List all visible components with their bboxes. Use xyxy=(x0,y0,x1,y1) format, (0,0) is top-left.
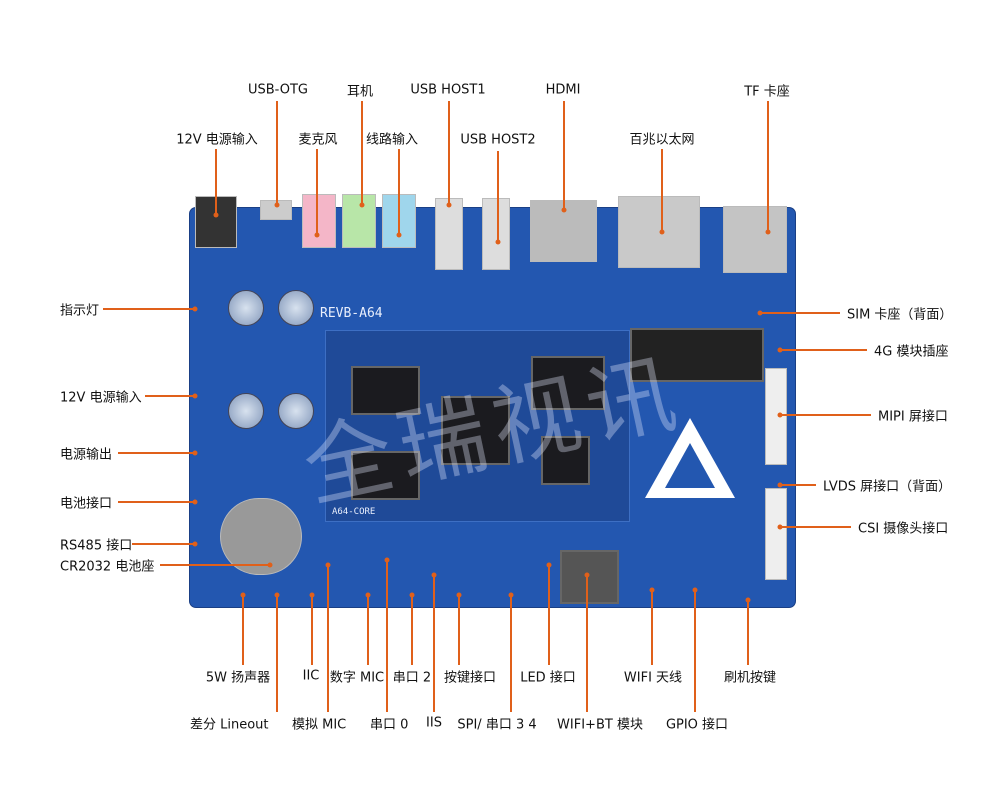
callout-label: WIFI 天线 xyxy=(623,670,683,686)
leader-dot xyxy=(508,592,514,598)
leader-dot xyxy=(409,592,415,598)
callout-label: 线路输入 xyxy=(365,132,419,148)
callout-label: LVDS 屏接口（背面） xyxy=(823,479,952,495)
leader-dot xyxy=(561,207,567,213)
callout-label: SIM 卡座（背面） xyxy=(847,307,953,323)
leader-dot xyxy=(777,347,783,353)
mipi-connector xyxy=(765,368,787,465)
callout-label: TF 卡座 xyxy=(744,84,790,100)
callout-label: 差分 Lineout xyxy=(190,717,269,733)
leader-dot xyxy=(240,592,246,598)
leader-dot xyxy=(757,310,763,316)
leader-dot xyxy=(267,562,273,568)
callout-label: 电源输出 xyxy=(60,447,113,463)
callout-label: CSI 摄像头接口 xyxy=(858,521,949,537)
callout-label: SPI/ 串口 3 4 xyxy=(457,717,537,733)
callout-label: 4G 模块插座 xyxy=(874,344,949,360)
esd-triangle-icon xyxy=(645,418,735,498)
leader-dot xyxy=(274,202,280,208)
callout-label: 串口 0 xyxy=(370,717,409,733)
callout-label: 按键接口 xyxy=(443,670,497,686)
leader-dot xyxy=(365,592,371,598)
leader-dot xyxy=(325,562,331,568)
pmic-chip xyxy=(541,436,590,485)
callout-label: 刷机按键 xyxy=(723,670,777,686)
leader-dot xyxy=(192,541,198,547)
leader-dot xyxy=(359,202,365,208)
callout-label: 数字 MIC xyxy=(329,670,385,686)
callout-label: 电池接口 xyxy=(60,496,113,512)
leader-dot xyxy=(396,232,402,238)
usb-host2-port xyxy=(482,198,510,270)
callout-label: 串口 2 xyxy=(392,670,432,686)
leader-dot xyxy=(765,229,771,235)
leader-dot xyxy=(692,587,698,593)
callout-label: MIPI 屏接口 xyxy=(878,409,948,425)
leader-dot xyxy=(309,592,315,598)
leader-dot xyxy=(314,232,320,238)
leader-dot xyxy=(456,592,462,598)
leader-dot xyxy=(546,562,552,568)
callout-label: WIFI+BT 模块 xyxy=(557,717,643,733)
leader-dot xyxy=(659,229,665,235)
pcb-board: REVB-A64 A64-CORE xyxy=(190,194,795,607)
leader-dot xyxy=(274,592,280,598)
leader-dot xyxy=(649,587,655,593)
mic-jack xyxy=(302,194,336,248)
board-title: REVB-A64 xyxy=(320,306,383,321)
csi-connector xyxy=(765,488,787,580)
leader-dot xyxy=(777,482,783,488)
cr2032-holder xyxy=(220,498,302,575)
leader-dot xyxy=(192,499,198,505)
callout-label: HDMI xyxy=(545,82,581,98)
capacitor xyxy=(228,393,264,429)
leader-dot xyxy=(192,450,198,456)
callout-label: IIC xyxy=(302,668,320,684)
callout-label: 指示灯 xyxy=(60,303,100,319)
ram-chip xyxy=(351,451,420,500)
callout-label: 麦克风 xyxy=(298,132,338,148)
callout-label: IIS xyxy=(426,715,442,731)
callout-label: CR2032 电池座 xyxy=(60,559,155,575)
callout-label: LED 接口 xyxy=(520,670,576,686)
callout-label: RS485 接口 xyxy=(60,538,133,554)
leader-dot xyxy=(777,412,783,418)
tf-slot xyxy=(723,206,787,273)
leader-dot xyxy=(777,524,783,530)
capacitor xyxy=(228,290,264,326)
ram-chip xyxy=(351,366,420,415)
callout-label: 12V 电源输入 xyxy=(176,132,258,148)
core-label: A64-CORE xyxy=(332,507,376,517)
capacitor xyxy=(278,290,314,326)
callout-label: 模拟 MIC xyxy=(292,717,347,733)
callout-label: 12V 电源输入 xyxy=(60,390,142,406)
callout-label: 耳机 xyxy=(346,84,374,100)
callout-label: GPIO 接口 xyxy=(665,717,729,733)
callout-label: USB-OTG xyxy=(248,82,308,98)
callout-label: 5W 扬声器 xyxy=(205,670,271,686)
leader-dot xyxy=(192,393,198,399)
soc-chip xyxy=(441,396,510,465)
leader-dot xyxy=(584,572,590,578)
ethernet-port xyxy=(618,196,700,268)
callout-label: USB HOST1 xyxy=(410,82,486,98)
leader-dot xyxy=(431,572,437,578)
4g-socket xyxy=(630,328,764,382)
usb-host1-port xyxy=(435,198,463,270)
emmc-chip xyxy=(531,356,605,410)
core-module: A64-CORE xyxy=(325,330,630,522)
leader-dot xyxy=(495,239,501,245)
leader-dot xyxy=(192,306,198,312)
headphone-jack xyxy=(342,194,376,248)
callout-label: 百兆以太网 xyxy=(629,132,695,148)
leader-dot xyxy=(384,557,390,563)
callout-label: USB HOST2 xyxy=(460,132,536,148)
leader-dot xyxy=(745,597,751,603)
capacitor xyxy=(278,393,314,429)
leader-dot xyxy=(213,212,219,218)
leader-dot xyxy=(446,202,452,208)
wifi-bt-module xyxy=(560,550,619,604)
